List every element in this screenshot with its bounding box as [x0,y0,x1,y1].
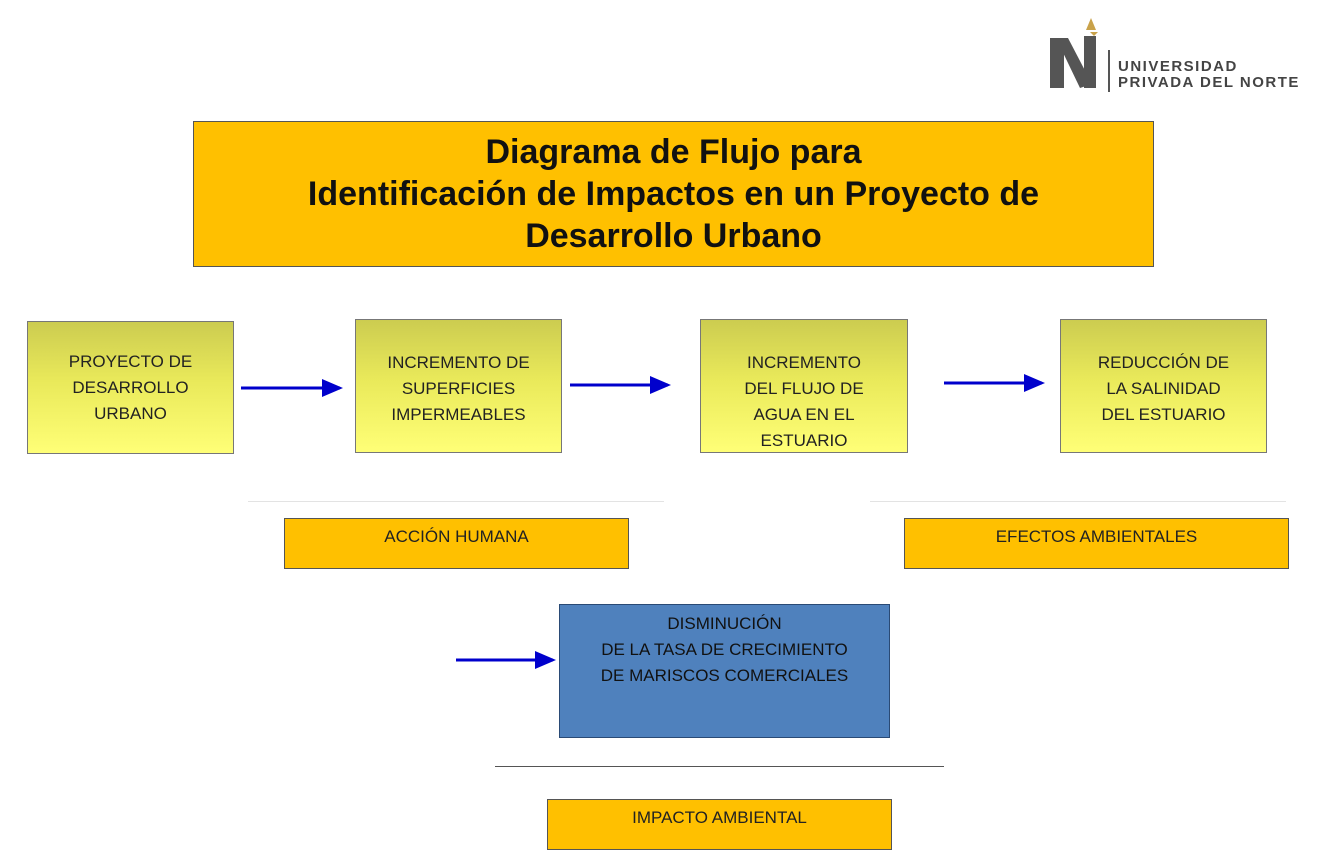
logo-line-2: PRIVADA DEL NORTE [1118,74,1300,91]
university-logo: UNIVERSIDAD PRIVADA DEL NORTE [1046,16,1311,96]
node-text: LA SALINIDAD [1106,379,1221,398]
node-text: SUPERFICIES [401,379,516,398]
node-text: AGUA EN EL [753,405,855,424]
divider-impacto [495,766,944,767]
node-reduccion-salinidad: REDUCCIÓN DE LA SALINIDAD DEL ESTUARIO [1060,319,1267,453]
title-line-2: Identificación de Impactos en un Proyect… [307,175,1040,213]
node-disminucion-mariscos: DISMINUCIÓN DE LA TASA DE CRECIMIENTO DE… [559,604,890,738]
node-incremento-superficies: INCREMENTO DE SUPERFICIES IMPERMEABLES [355,319,562,453]
node-text: PROYECTO DE [68,351,193,371]
title-line-3: Desarrollo Urbano [525,217,822,255]
node-text: DESARROLLO [72,377,189,397]
node-text: REDUCCIÓN DE [1097,353,1230,372]
node-text: ESTUARIO [760,431,848,450]
label-accion-humana: ACCIÓN HUMANA [284,518,629,569]
emblem-accent [1090,32,1098,36]
logo-divider [1108,50,1110,92]
node-text: INCREMENTO DE [387,353,530,372]
node-text: DE MARISCOS COMERCIALES [600,666,849,685]
label-efectos-ambientales: EFECTOS AMBIENTALES [904,518,1289,569]
title-line-1: Diagrama de Flujo para [485,133,862,171]
node-text: DEL FLUJO DE [744,379,864,398]
emblem-tip [1086,18,1096,30]
node-text: DISMINUCIÓN [667,614,782,633]
divider-accion [248,501,664,502]
node-incremento-flujo: INCREMENTO DEL FLUJO DE AGUA EN EL ESTUA… [700,319,908,453]
label-impacto-ambiental: IMPACTO AMBIENTAL [547,799,892,850]
logo-line-1: UNIVERSIDAD [1118,58,1238,75]
emblem-diagonal [1056,38,1092,88]
node-text: IMPERMEABLES [391,405,526,424]
node-text: DE LA TASA DE CRECIMIENTO [601,640,848,659]
node-text: DEL ESTUARIO [1101,405,1226,424]
node-text: URBANO [94,403,167,423]
node-text: INCREMENTO [747,353,861,372]
emblem-left-stem [1050,38,1064,88]
n-emblem-icon [1050,18,1098,88]
divider-efectos [870,501,1286,502]
node-proyecto-desarrollo: PROYECTO DE DESARROLLO URBANO [27,321,234,454]
title-box: Diagrama de Flujo para Identificación de… [193,121,1154,267]
emblem-right-stem [1084,36,1096,88]
